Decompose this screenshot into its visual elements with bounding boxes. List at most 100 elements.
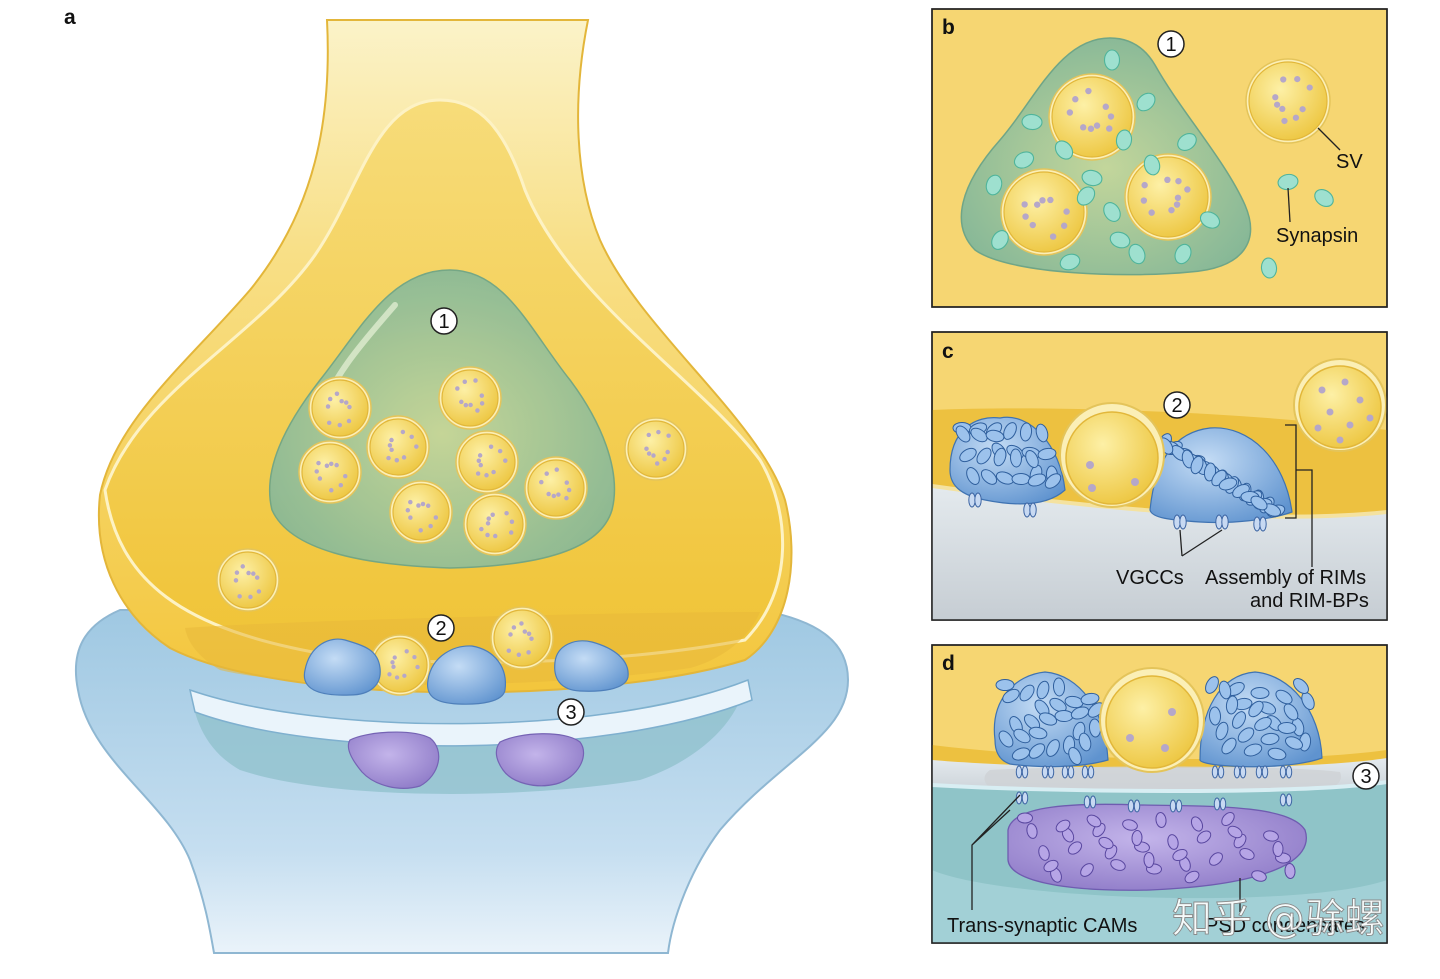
vesicle [463, 492, 527, 556]
vesicle [524, 456, 588, 520]
label-synapsin: Synapsin [1276, 225, 1358, 247]
vgcc [1023, 502, 1037, 518]
rim-molecule [1250, 495, 1268, 511]
synapsin-molecule [1174, 243, 1192, 265]
synapsin-molecule [1076, 186, 1096, 206]
panel-a-letter: a [64, 6, 76, 29]
psd-molecule [1196, 830, 1212, 844]
vesicle [490, 606, 554, 670]
psd-molecule [1080, 863, 1094, 877]
vgcc [1211, 765, 1225, 779]
vesicle [308, 376, 372, 440]
psd-molecule [1221, 811, 1235, 827]
rim-molecule [1243, 743, 1263, 757]
psd-molecule [1172, 848, 1188, 862]
label-sv: SV [1336, 151, 1363, 173]
rim-molecule [1284, 736, 1304, 750]
rim-molecule [1037, 447, 1057, 461]
rim-molecule [1054, 709, 1074, 723]
synapsin-molecule [1103, 202, 1121, 222]
synapsin-molecule [1128, 243, 1146, 265]
rim-molecule [1011, 472, 1031, 486]
rim-molecule [1225, 695, 1239, 715]
vesicle [1048, 73, 1136, 161]
synapsin-molecule [1314, 189, 1334, 207]
rim-molecule [1275, 689, 1293, 705]
synapsin-molecule [1054, 140, 1074, 160]
vgcc [1061, 765, 1075, 779]
rim-molecule [955, 425, 971, 443]
rim-condensate [427, 645, 507, 705]
vgcc [1015, 765, 1029, 779]
panel-b-letter: b [942, 16, 955, 39]
marker-2-label: 2 [435, 618, 446, 640]
vgcc [1213, 797, 1227, 811]
rim-molecule [998, 730, 1014, 748]
synapsin-molecule [1143, 154, 1161, 176]
psd-molecule [1017, 812, 1033, 824]
psd-molecule [1098, 836, 1114, 850]
synapsin-molecule [1199, 211, 1221, 229]
rim-molecule [1049, 697, 1067, 713]
vgcc [1081, 765, 1095, 779]
rim-condensate [554, 640, 629, 692]
vgcc [1169, 799, 1183, 813]
rim-molecule [1025, 450, 1039, 468]
rim-molecule [1260, 732, 1280, 746]
vesicle [438, 366, 502, 430]
vgcc [1253, 516, 1267, 532]
vesicle-docked-d [1099, 667, 1205, 773]
rim-molecule [1221, 737, 1237, 755]
rim-molecule [1181, 449, 1195, 469]
vesicle [1124, 153, 1212, 241]
synapsin-molecule [1136, 92, 1156, 112]
synapsin-molecule [985, 174, 1003, 196]
psd-molecule [1131, 830, 1143, 846]
psd-condensate [495, 733, 585, 787]
psd-molecule [1190, 816, 1204, 832]
rim-molecule [993, 447, 1007, 467]
watermark: 知乎 @𬳿螺 [1172, 896, 1385, 942]
marker-1-b: 1 [1165, 34, 1176, 56]
rim-molecule [1070, 706, 1090, 720]
synapsin-molecule [1021, 113, 1043, 131]
psd-molecule [1263, 830, 1279, 842]
psd-molecule [1184, 870, 1200, 884]
rim-molecule [1080, 692, 1100, 706]
psd-molecule [1251, 870, 1267, 882]
psd-molecule [1086, 814, 1102, 828]
psd-molecule [1026, 823, 1038, 839]
psd-molecule [1284, 863, 1296, 879]
vgcc [968, 492, 982, 508]
rim-molecule [976, 447, 992, 465]
rim-molecule [1002, 688, 1020, 704]
psd-molecule [1110, 859, 1126, 871]
rim-molecule [1036, 680, 1050, 700]
vesicle [216, 548, 280, 612]
rim-molecule [1019, 684, 1035, 702]
psd-condensate [347, 731, 440, 789]
synaptic-vesicles [216, 366, 688, 696]
rim-molecule [1003, 422, 1017, 440]
synapsin-molecule [1115, 129, 1133, 151]
rim-molecule [1250, 686, 1270, 700]
synapsin-molecule [991, 230, 1009, 250]
synaptic-cleft [188, 678, 753, 747]
vgcc [1215, 514, 1229, 530]
trans-synaptic-cams [1015, 765, 1293, 813]
rim-molecules-d [995, 676, 1315, 765]
rim-molecule [1064, 695, 1084, 709]
rim-molecule [980, 469, 998, 485]
psd-molecule [1038, 845, 1050, 861]
rim-molecule [970, 427, 988, 443]
psd-molecule [1155, 812, 1167, 828]
vgcc [1083, 795, 1097, 809]
vgcc-channels [968, 492, 1267, 532]
psd-molecule [1043, 859, 1059, 873]
synapsin-molecule [1081, 169, 1103, 187]
label-assembly-2: and RIM-BPs [1250, 590, 1369, 612]
vesicle [298, 440, 362, 504]
psd-molecule [1272, 841, 1284, 857]
panel-d-letter: d [942, 652, 955, 675]
